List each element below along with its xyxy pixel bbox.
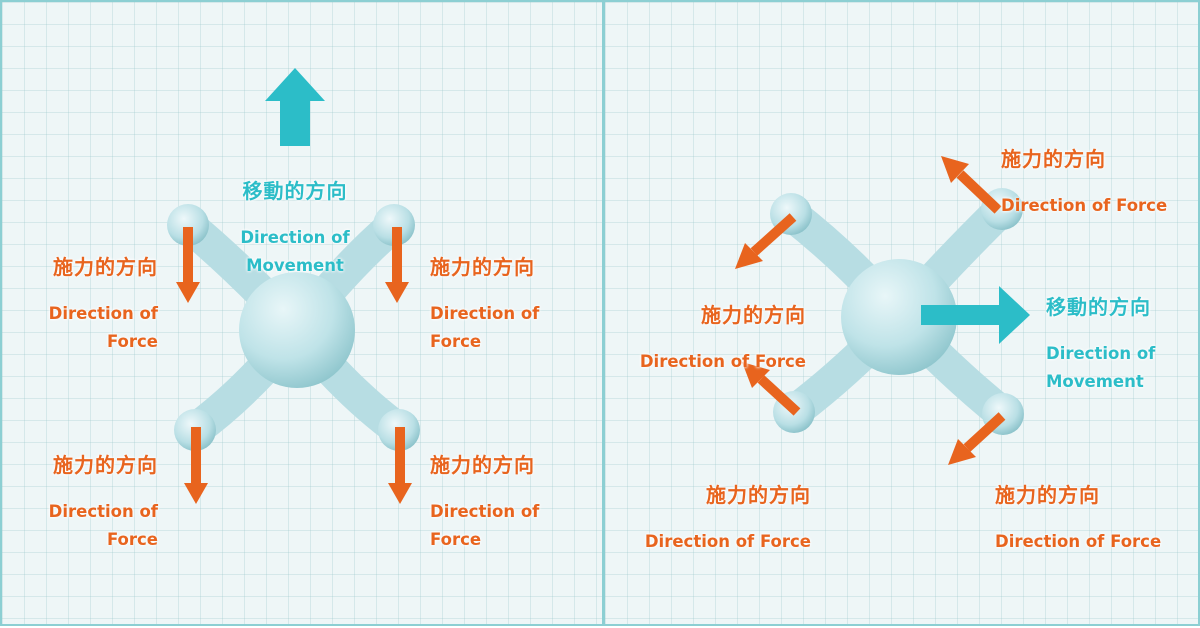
rotor-pod-top-right (373, 204, 415, 246)
arrow-diagonal-icon (735, 243, 763, 269)
force-label-en: Direction of Force (430, 502, 540, 549)
force-label-bottom-right: 施力的方向 Direction of Force (430, 432, 600, 573)
arrow-up-icon (265, 68, 325, 146)
drone-body (841, 259, 957, 375)
force-label-zh: 施力的方向 (430, 255, 535, 279)
movement-label-zh: 移動的方向 (242, 179, 348, 203)
force-label-en: Direction of Force (430, 304, 540, 351)
force-label-zh: 施力的方向 (706, 483, 811, 507)
force-label-top-right: 施力的方向 Direction of Force (430, 234, 600, 375)
arrow-down-icon (176, 227, 200, 303)
right-drone-artwork (735, 156, 1030, 465)
force-label-top-left: 施力的方向 Direction of Force (2, 234, 158, 375)
force-arrowheads (735, 156, 976, 465)
force-label-zh: 施力的方向 (53, 453, 158, 477)
arrow-down-icon (184, 427, 208, 504)
drone-body (239, 272, 355, 388)
force-label-bottom-left: 施力的方向 Direction of Force (2, 432, 158, 573)
movement-label: 移動的方向 Direction of Movement (1046, 274, 1196, 415)
force-label-en: Direction of Force (639, 352, 806, 371)
force-label-bottom-right: 施力的方向 Direction of Force (995, 462, 1197, 575)
force-label-en: Direction of Force (48, 304, 158, 351)
force-label-zh: 施力的方向 (701, 303, 806, 327)
force-label-en: Direction of Force (644, 532, 811, 551)
force-label-en: Direction of Force (995, 532, 1162, 551)
arrow-down-icon (385, 227, 409, 303)
left-drone-artwork (167, 68, 420, 504)
force-label-zh: 施力的方向 (1001, 147, 1106, 171)
force-label-bottom-left: 施力的方向 Direction of Force (613, 462, 811, 575)
force-arrow-bottom-right (963, 412, 1006, 452)
force-label-top-right: 施力的方向 Direction of Force (1001, 126, 1197, 239)
force-arrow-middle-left (750, 213, 797, 256)
force-label-en: Direction of Force (1001, 196, 1168, 215)
movement-label-en: Direction of Movement (1046, 344, 1156, 391)
rotor-pod-top-left (167, 204, 209, 246)
arrow-diagonal-icon (948, 439, 976, 465)
force-label-en: Direction of Force (48, 502, 158, 549)
force-label-zh: 施力的方向 (995, 483, 1100, 507)
force-arrow-bottom-left (757, 375, 801, 416)
force-arrows (176, 227, 412, 504)
force-label-zh: 施力的方向 (53, 255, 158, 279)
rotor-pods (167, 204, 420, 451)
force-arrow-top-right (956, 170, 1002, 214)
right-panel-horizontal-flight: 施力的方向 Direction of Force 施力的方向 Direction… (603, 0, 1200, 626)
left-panel-vertical-flight: 移動的方向 Direction of Movement 施力的方向 Direct… (0, 0, 604, 626)
arrow-diagonal-icon (941, 156, 969, 183)
force-label-middle-left: 施力的方向 Direction of Force (613, 282, 806, 395)
movement-label-en: Direction of Movement (240, 228, 350, 275)
arrow-right-icon (921, 286, 1030, 344)
arrow-down-icon (388, 427, 412, 504)
movement-label: 移動的方向 Direction of Movement (202, 158, 388, 299)
movement-label-zh: 移動的方向 (1046, 295, 1151, 319)
force-label-zh: 施力的方向 (430, 453, 535, 477)
arrow-diagonal-icon (742, 362, 770, 388)
force-arrows (750, 170, 1006, 452)
